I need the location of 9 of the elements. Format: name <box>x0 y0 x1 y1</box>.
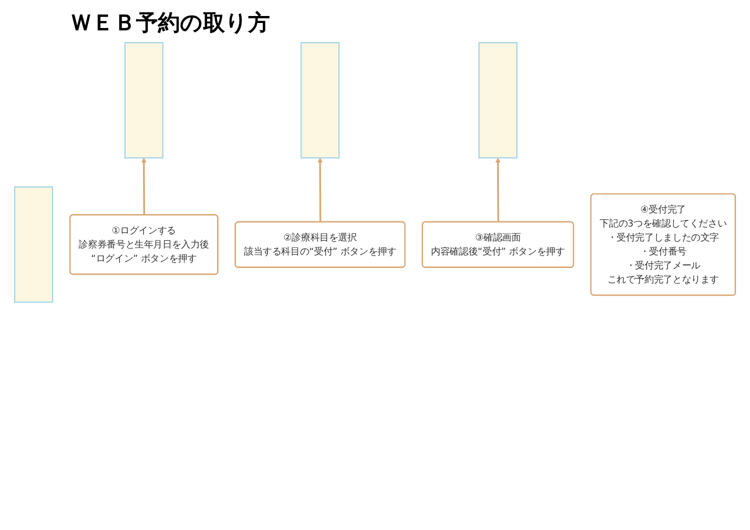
arrow <box>318 158 323 222</box>
node-box <box>124 42 164 158</box>
diagram-title: ＷＥＢ予約の取り方 <box>70 10 271 38</box>
node-box <box>14 186 54 303</box>
node-box <box>478 42 518 158</box>
arrow <box>141 158 146 216</box>
arrow <box>495 158 500 222</box>
flowchart: ①ログインする 診察券番号と生年月日を入力後 “ログイン” ボタンを押す ②診療科目を選択 該当する科目の“受付” ボタンを押す ③確認画面 内容確認後“受付” ボタンを押す ④受付完了 下記の3つを確認してください ・受付完了しましたの文字 ・受付番号 ・受付完了メール これで予約完了となります <box>10 38 740 307</box>
node-box <box>300 42 340 158</box>
